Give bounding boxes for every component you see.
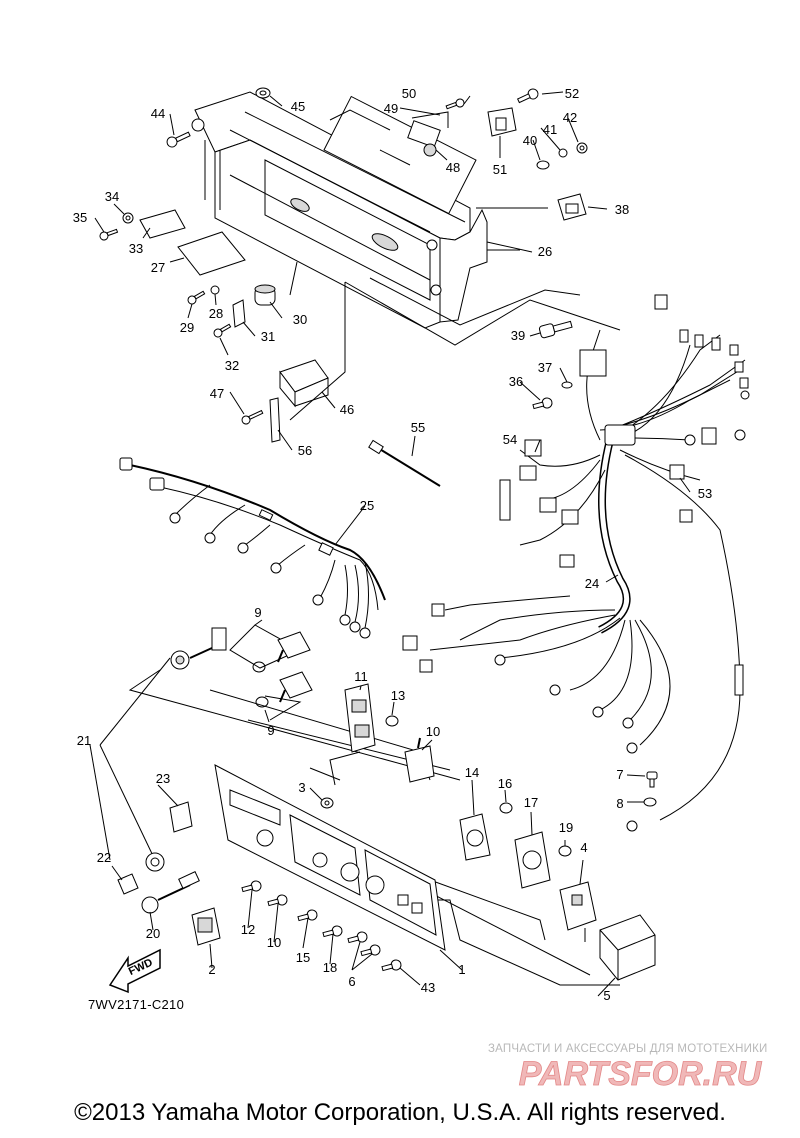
part-label-11: 10 [267, 935, 281, 950]
label-leaders [94, 91, 691, 997]
part-label-13: 12 [241, 922, 255, 937]
part-label-4: 4 [580, 840, 587, 855]
part-label-57: 56 [298, 443, 312, 458]
part-label-36: 35 [73, 210, 87, 225]
watermark-caption: ЗАПЧАСТИ И АКСЕССУАРЫ ДЛЯ МОТОТЕХНИКИ [488, 1043, 768, 1055]
part-label-43: 42 [563, 110, 577, 125]
part-label-29: 28 [209, 306, 223, 321]
component-shapes [232, 107, 587, 487]
part-label-31: 30 [293, 312, 307, 327]
part-label-9a: 9 [254, 605, 261, 620]
part-label-30: 29 [180, 320, 194, 335]
control-panel-plate [214, 764, 446, 951]
part-label-1: 1 [458, 962, 465, 977]
part-label-24: 23 [156, 771, 170, 786]
part-label-2: 2 [208, 962, 215, 977]
part-label-9b: 9 [267, 723, 274, 738]
part-label-35: 34 [105, 189, 119, 204]
part-label-41: 40 [523, 133, 537, 148]
part-label-40: 39 [511, 328, 525, 343]
part-label-37: 36 [509, 374, 523, 389]
part-label-34: 33 [129, 241, 143, 256]
part-labels: 44 45 34 35 33 27 28 29 30 31 32 47 46 5… [73, 86, 712, 1003]
part-label-52: 51 [493, 162, 507, 177]
part-label-33: 32 [225, 358, 239, 373]
part-label-47: 46 [340, 402, 354, 417]
part-label-12: 11 [354, 669, 368, 684]
lower-components [117, 627, 656, 981]
part-label-28: 27 [151, 260, 165, 275]
part-label-6: 6 [348, 974, 355, 989]
part-label-32: 31 [261, 329, 275, 344]
part-label-50: 49 [384, 101, 398, 116]
part-label-23: 22 [97, 850, 111, 865]
part-label-22: 21 [77, 733, 91, 748]
part-label-48: 47 [210, 386, 224, 401]
part-label-51: 50 [402, 86, 416, 101]
part-label-16: 15 [296, 950, 310, 965]
part-label-55: 54 [503, 432, 517, 447]
fastener-icons [99, 87, 658, 972]
part-label-18: 17 [524, 795, 538, 810]
forward-direction-arrow: FWD [108, 948, 161, 994]
part-label-42: 41 [543, 122, 557, 137]
part-label-8: 8 [616, 796, 623, 811]
part-label-7: 7 [616, 767, 623, 782]
part-label-17: 16 [498, 776, 512, 791]
wire-harness-26 [119, 457, 386, 639]
pad-34 [139, 209, 186, 239]
part-label-39: 38 [615, 202, 629, 217]
part-label-46: 45 [291, 99, 305, 114]
part-label-56: 55 [411, 420, 425, 435]
part-label-45: 44 [151, 106, 165, 121]
part-label-54: 53 [698, 486, 712, 501]
part-label-38: 37 [538, 360, 552, 375]
leader-lines [89, 207, 621, 986]
part-label-21: 20 [146, 926, 160, 941]
part-label-25: 24 [585, 576, 599, 591]
part-label-19: 18 [323, 960, 337, 975]
part-label-26: 25 [360, 498, 374, 513]
part-label-44: 43 [421, 980, 435, 995]
part-label-3: 3 [298, 780, 305, 795]
part-label-10: 10 [426, 724, 440, 739]
part-label-20: 19 [559, 820, 573, 835]
pad-28 [177, 231, 246, 276]
watermark-logo: PARTSFOR.RU [518, 1056, 763, 1092]
diagram-code: 7WV2171-C210 [88, 997, 185, 1012]
part-label-5: 5 [603, 988, 610, 1003]
part-label-15: 14 [465, 765, 479, 780]
part-label-53: 52 [565, 86, 579, 101]
control-box-frame [191, 91, 488, 329]
copyright-notice: ©2013 Yamaha Motor Corporation, U.S.A. A… [74, 1099, 726, 1126]
part-label-14: 13 [391, 688, 405, 703]
watermark-logo-text: PARTSFOR.RU [519, 1056, 763, 1092]
part-label-27: 26 [538, 244, 552, 259]
part-label-49: 48 [446, 160, 460, 175]
wire-harness-25 [402, 294, 750, 832]
